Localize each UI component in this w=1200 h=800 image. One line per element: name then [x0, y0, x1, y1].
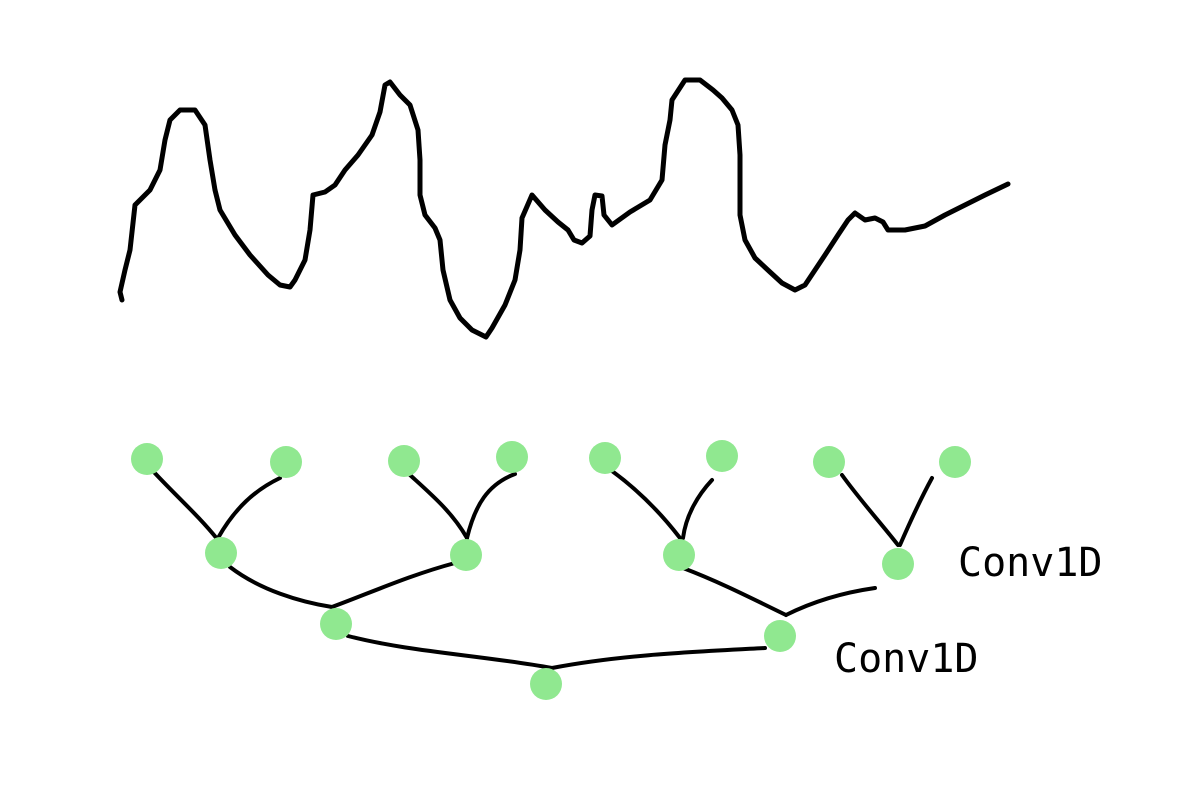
- layer1-node-3: [663, 539, 695, 571]
- edge-leaf8-l1d: [898, 476, 934, 547]
- edge-leaf3-l1b: [408, 473, 469, 540]
- edge-l1d-l2b: [784, 586, 877, 617]
- edge-leaf4-l1b: [465, 472, 517, 540]
- tree-nodes: [131, 440, 971, 700]
- edge-leaf1-l1a: [150, 468, 220, 542]
- edge-l2a-root: [346, 634, 554, 670]
- leaf-node-2: [270, 446, 302, 478]
- edge-leaf2-l1a: [216, 476, 282, 540]
- edge-l1c-l2b: [681, 566, 788, 617]
- conv1d-label-layer1: Conv1D: [958, 540, 1103, 586]
- leaf-node-6: [706, 440, 738, 472]
- edge-l1b-l2a: [330, 561, 457, 609]
- layer1-node-2: [450, 539, 482, 571]
- edge-l2b-root: [550, 646, 767, 670]
- layer2-node-1: [320, 608, 352, 640]
- conv1d-label-layer2: Conv1D: [834, 636, 979, 682]
- edge-leaf7-l1d: [840, 473, 900, 547]
- leaf-node-8: [939, 446, 971, 478]
- tree-edges: [150, 468, 934, 670]
- edge-l1a-l2a: [228, 565, 334, 609]
- layer1-node-4: [882, 548, 914, 580]
- root-node: [530, 668, 562, 700]
- edge-leaf5-l1c: [610, 469, 682, 540]
- leaf-node-4: [496, 441, 528, 473]
- layer2-node-2: [764, 620, 796, 652]
- edge-leaf6-l1c: [681, 478, 714, 540]
- leaf-node-5: [589, 442, 621, 474]
- signal-waveform: [117, 77, 1011, 340]
- leaf-node-7: [813, 446, 845, 478]
- layer1-node-1: [205, 537, 237, 569]
- leaf-node-3: [388, 445, 420, 477]
- leaf-node-1: [131, 443, 163, 475]
